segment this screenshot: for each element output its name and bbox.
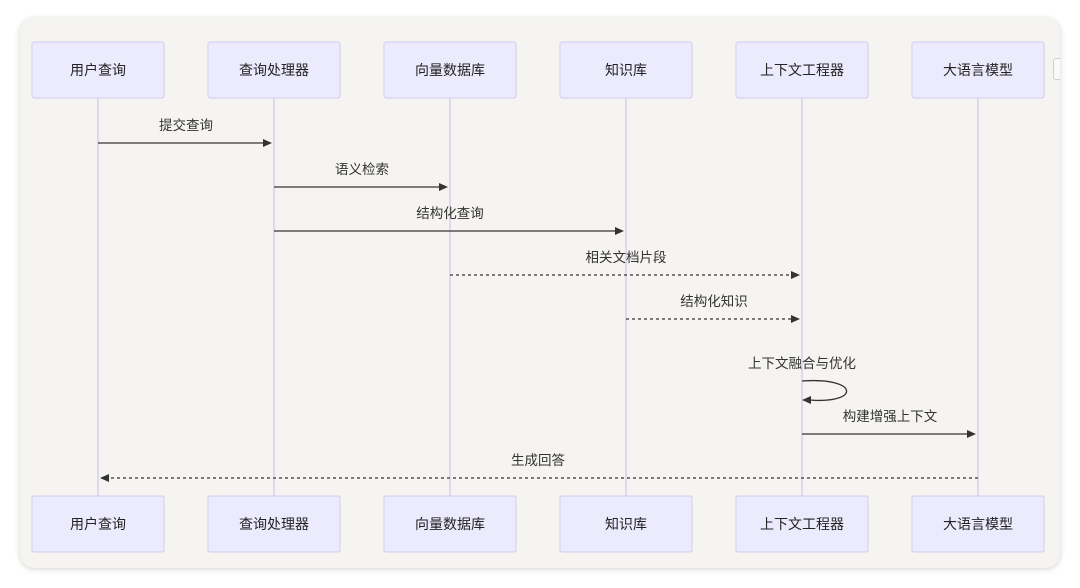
edge-tab (1053, 58, 1060, 80)
participant-box (207, 495, 341, 553)
sequence-diagram: 用户查询用户查询查询处理器查询处理器向量数据库向量数据库知识库知识库上下文工程器… (31, 41, 1045, 553)
participant-label: 用户查询 (70, 516, 126, 533)
participant-label: 大语言模型 (943, 517, 1013, 533)
message-label: 相关文档片段 (586, 250, 667, 266)
participant-box (735, 495, 869, 553)
participant-label: 大语言模型 (943, 63, 1013, 79)
message-label: 结构化知识 (680, 293, 748, 310)
participant-box (559, 495, 693, 553)
arrowhead (439, 183, 448, 191)
participant-label: 查询处理器 (239, 517, 309, 533)
participant-box (31, 41, 165, 99)
self-loop-arrow (801, 379, 848, 402)
participant-bottom-2: 查询处理器 (207, 495, 341, 553)
message-6: 上下文融合与优化 (748, 356, 856, 404)
participant-label: 向量数据库 (415, 63, 485, 79)
participant-label: 查询处理器 (239, 63, 309, 79)
message-label: 生成回答 (511, 452, 565, 469)
participant-label: 用户查询 (70, 62, 126, 79)
participant-label: 知识库 (605, 62, 647, 79)
participant-box (911, 41, 1045, 99)
message-8: 生成回答 (100, 452, 978, 482)
participant-label: 上下文工程器 (760, 63, 844, 79)
message-label: 语义检索 (335, 162, 389, 178)
arrowhead (802, 396, 811, 404)
participant-box (207, 41, 341, 99)
participant-label: 向量数据库 (415, 517, 485, 533)
participant-box (31, 495, 165, 553)
participant-label: 上下文工程器 (760, 517, 844, 533)
participant-box (911, 495, 1045, 553)
participant-label: 知识库 (605, 516, 647, 533)
participant-top-4: 知识库 (559, 41, 693, 99)
arrowhead (791, 315, 800, 323)
participant-bottom-5: 上下文工程器 (735, 495, 869, 553)
participant-top-2: 查询处理器 (207, 41, 341, 99)
arrowhead (100, 474, 109, 482)
message-7: 构建增强上下文 (802, 409, 976, 438)
participant-top-1: 用户查询 (31, 41, 165, 99)
participant-top-5: 上下文工程器 (735, 41, 869, 99)
participant-top-6: 大语言模型 (911, 41, 1045, 99)
message-5: 结构化知识 (626, 293, 800, 323)
diagram-card: 用户查询用户查询查询处理器查询处理器向量数据库向量数据库知识库知识库上下文工程器… (20, 18, 1060, 568)
participant-bottom-1: 用户查询 (31, 495, 165, 553)
participant-box (559, 41, 693, 99)
message-2: 语义检索 (274, 162, 448, 191)
message-4: 相关文档片段 (450, 250, 800, 279)
arrowhead (791, 271, 800, 279)
message-label: 构建增强上下文 (843, 409, 938, 425)
participant-box (735, 41, 869, 99)
message-3: 结构化查询 (274, 206, 624, 235)
participant-bottom-3: 向量数据库 (383, 495, 517, 553)
participant-top-3: 向量数据库 (383, 41, 517, 99)
message-1: 提交查询 (98, 117, 272, 147)
message-label: 结构化查询 (416, 206, 484, 222)
arrowhead (263, 139, 272, 147)
participant-bottom-4: 知识库 (559, 495, 693, 553)
participant-box (383, 495, 517, 553)
message-label: 提交查询 (159, 117, 213, 134)
arrowhead (615, 227, 624, 235)
message-label: 上下文融合与优化 (748, 356, 856, 372)
participant-bottom-6: 大语言模型 (911, 495, 1045, 553)
participant-box (383, 41, 517, 99)
arrowhead (967, 430, 976, 438)
